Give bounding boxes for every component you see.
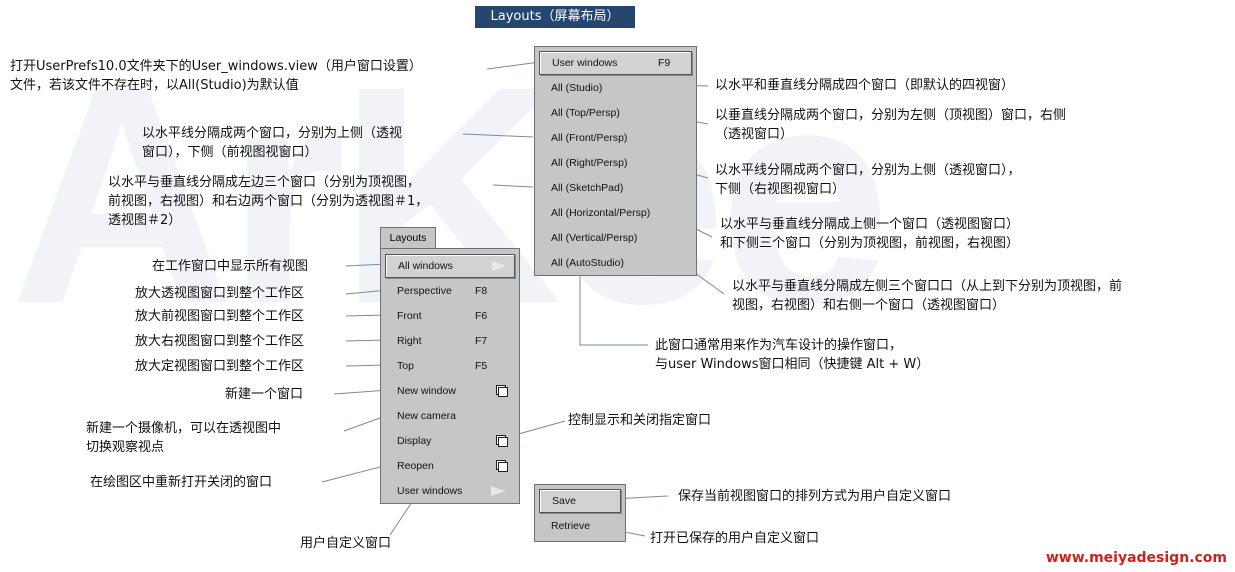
annotation-autostudio: 此窗口通常用来作为汽车设计的操作窗口， 与user Windows窗口相同（快捷… xyxy=(655,336,929,374)
annotation-user-windows: 打开UserPrefs10.0文件夹下的User_windows.view（用户… xyxy=(10,57,422,95)
menu-item-right[interactable]: Right F7 xyxy=(385,330,513,352)
item-label: Perspective xyxy=(397,285,452,297)
page-title: Layouts（屏幕布局） xyxy=(475,6,635,28)
menu-item-save[interactable]: Save xyxy=(539,489,621,513)
annotation-line: 窗口），下侧（前视图视窗口） xyxy=(142,145,318,160)
menu-item-new-camera[interactable]: New camera xyxy=(385,405,513,427)
option-box-icon[interactable] xyxy=(498,437,508,447)
annotation-line: 以水平线分隔成两个窗口，分别为上侧（透视窗口）， xyxy=(715,163,1021,178)
option-box-icon[interactable] xyxy=(498,462,508,472)
annotation-new-window: 新建一个窗口 xyxy=(225,387,304,402)
option-box-icon[interactable] xyxy=(498,387,508,397)
item-label: Save xyxy=(552,495,576,507)
item-label: Display xyxy=(397,435,432,447)
annotation-line: 以水平与垂直线分隔成上侧一个窗口（透视图窗口） xyxy=(720,217,1020,232)
annotation-line: 前视图，右视图）和右边两个窗口（分别为透视图＃1， xyxy=(108,194,429,209)
shortcut-label: F9 xyxy=(658,57,671,69)
annotation-line: 以水平线分隔成两个窗口，分别为上侧（透视 xyxy=(142,126,403,141)
annotation-horizontal-persp: 以水平与垂直线分隔成上侧一个窗口（透视图窗口） 和下侧三个窗口（分别为顶视图，前… xyxy=(720,215,1019,253)
annotation-top: 放大定视图窗口到整个工作区 xyxy=(135,359,305,374)
item-label: All (SketchPad) xyxy=(551,182,624,194)
annotation-front-persp: 以水平线分隔成两个窗口，分别为上侧（透视 窗口），下侧（前视图视窗口） xyxy=(142,124,402,162)
annotation-right: 放大右视图窗口到整个工作区 xyxy=(135,334,305,349)
annotation-perspective: 放大透视图窗口到整个工作区 xyxy=(135,286,305,301)
annotation-line: 以水平与垂直线分隔成左侧三个窗口口（从上到下分别为顶视图，前 xyxy=(732,279,1123,294)
annotation-reopen: 在绘图区中重新打开关闭的窗口 xyxy=(90,475,273,490)
submenu-arrow-icon xyxy=(492,261,506,271)
item-label: All (Right/Persp) xyxy=(551,157,628,169)
annotation-line: 文件，若该文件不存在时，以All(Studio)为默认值 xyxy=(10,78,299,93)
submenu-arrow-icon xyxy=(491,486,505,496)
annotation-sketchpad: 以水平与垂直线分隔成左边三个窗口（分别为顶视图， 前视图，右视图）和右边两个窗口… xyxy=(108,173,428,230)
save-menu: Save Retrieve xyxy=(534,484,626,542)
menu-item-reopen[interactable]: Reopen xyxy=(385,455,513,477)
annotation-vertical-persp: 以水平与垂直线分隔成左侧三个窗口口（从上到下分别为顶视图，前 视图，右视图）和右… xyxy=(732,277,1122,315)
menu-item-user-windows[interactable]: User windows xyxy=(385,480,513,502)
menu-item-retrieve[interactable]: Retrieve xyxy=(539,515,619,537)
shortcut-label: F6 xyxy=(475,310,488,322)
annotation-line: 此窗口通常用来作为汽车设计的操作窗口， xyxy=(655,338,903,353)
layouts-menu: All windows Perspective F8 Front F6 Righ… xyxy=(380,248,520,504)
annotation-user-windows-bottom: 用户自定义窗口 xyxy=(300,536,392,551)
item-label: All (Studio) xyxy=(551,82,603,94)
annotation-top-persp: 以垂直线分隔成两个窗口，分别为左侧（顶视图）窗口，右侧 （透视窗口） xyxy=(715,106,1066,144)
annotation-line: 视图，右视图）和右侧一个窗口（透视图窗口） xyxy=(732,298,1006,313)
menu-item-front[interactable]: Front F6 xyxy=(385,305,513,327)
annotation-right-persp: 以水平线分隔成两个窗口，分别为上侧（透视窗口）， 下侧（右视图视窗口） xyxy=(715,161,1021,199)
annotation-line: 以水平和垂直线分隔成四个窗口（即默认的四视窗） xyxy=(715,78,1015,93)
annotation-line: 和下侧三个窗口（分别为顶视图，前视图，右视图） xyxy=(720,236,1020,251)
menu-item-top[interactable]: Top F5 xyxy=(385,355,513,377)
annotation-line: 新建一个摄像机，可以在透视图中 xyxy=(86,421,282,436)
site-url[interactable]: www.meiyadesign.com xyxy=(1045,550,1227,566)
item-label: User windows xyxy=(552,57,618,69)
user-windows-menu: User windows F9 All (Studio) All (Top/Pe… xyxy=(534,46,697,276)
annotation-line: 打开UserPrefs10.0文件夹下的User_windows.view（用户… xyxy=(10,59,422,74)
item-label: All (Front/Persp) xyxy=(551,132,628,144)
item-label: All (Top/Persp) xyxy=(551,107,620,119)
annotation-line: 下侧（右视图视窗口） xyxy=(715,182,846,197)
item-label: Right xyxy=(397,335,422,347)
annotation-line: 以垂直线分隔成两个窗口，分别为左侧（顶视图）窗口，右侧 xyxy=(715,108,1067,123)
annotation-front: 放大前视图窗口到整个工作区 xyxy=(135,309,305,324)
menu-item-new-window[interactable]: New window xyxy=(385,380,513,402)
annotation-line: （透视窗口） xyxy=(715,127,794,142)
item-label: Retrieve xyxy=(551,520,591,532)
shortcut-label: F7 xyxy=(475,335,488,347)
menu-item-perspective[interactable]: Perspective F8 xyxy=(385,280,513,302)
item-label: Front xyxy=(397,310,422,322)
item-label: New window xyxy=(397,385,456,397)
shortcut-label: F8 xyxy=(475,285,488,297)
annotation-studio: 以水平和垂直线分隔成四个窗口（即默认的四视窗） xyxy=(715,76,1014,95)
item-label: All windows xyxy=(398,260,453,272)
item-label: All (AutoStudio) xyxy=(551,257,624,269)
layouts-menu-header[interactable]: Layouts xyxy=(380,227,436,249)
menu-item-display[interactable]: Display xyxy=(385,430,513,452)
item-label: New camera xyxy=(397,410,456,422)
annotation-line: 透视图＃2） xyxy=(108,213,182,228)
item-label: Reopen xyxy=(397,460,434,472)
item-label: Top xyxy=(397,360,414,372)
annotation-line: 与user Windows窗口相同（快捷键 Alt + W） xyxy=(655,357,930,372)
annotation-new-camera: 新建一个摄像机，可以在透视图中 切换观察视点 xyxy=(86,419,281,457)
menu-item-user-windows[interactable]: User windows F9 xyxy=(539,51,692,75)
annotation-all-windows: 在工作窗口中显示所有视图 xyxy=(152,259,309,274)
shortcut-label: F5 xyxy=(475,360,488,372)
item-label: User windows xyxy=(397,485,463,497)
annotation-line: 切换观察视点 xyxy=(86,440,165,455)
item-label: All (Vertical/Persp) xyxy=(551,232,638,244)
annotation-retrieve: 打开已保存的用户自定义窗口 xyxy=(650,531,820,546)
annotation-save: 保存当前视图窗口的排列方式为用户自定义窗口 xyxy=(678,489,952,504)
annotation-line: 以水平与垂直线分隔成左边三个窗口（分别为顶视图， xyxy=(108,175,421,190)
menu-item-all-windows[interactable]: All windows xyxy=(385,254,515,278)
item-label: All (Horizontal/Persp) xyxy=(551,207,651,219)
annotation-display: 控制显示和关闭指定窗口 xyxy=(568,413,712,428)
